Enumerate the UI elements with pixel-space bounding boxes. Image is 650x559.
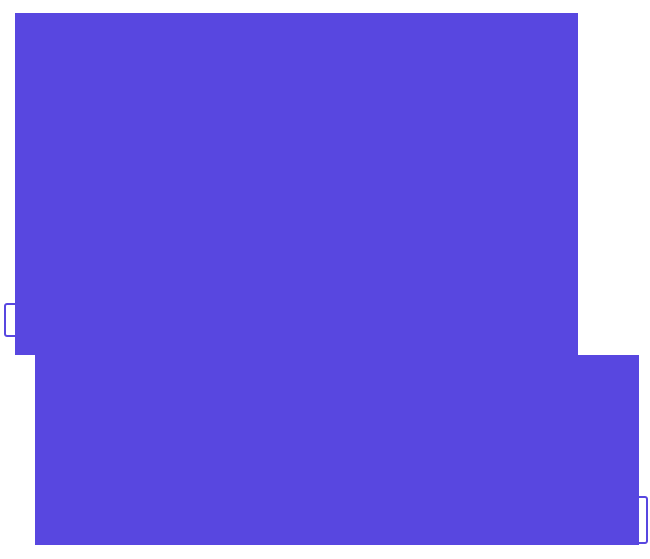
purple-panel-bottom (35, 355, 639, 545)
purple-panel-top (15, 13, 578, 355)
